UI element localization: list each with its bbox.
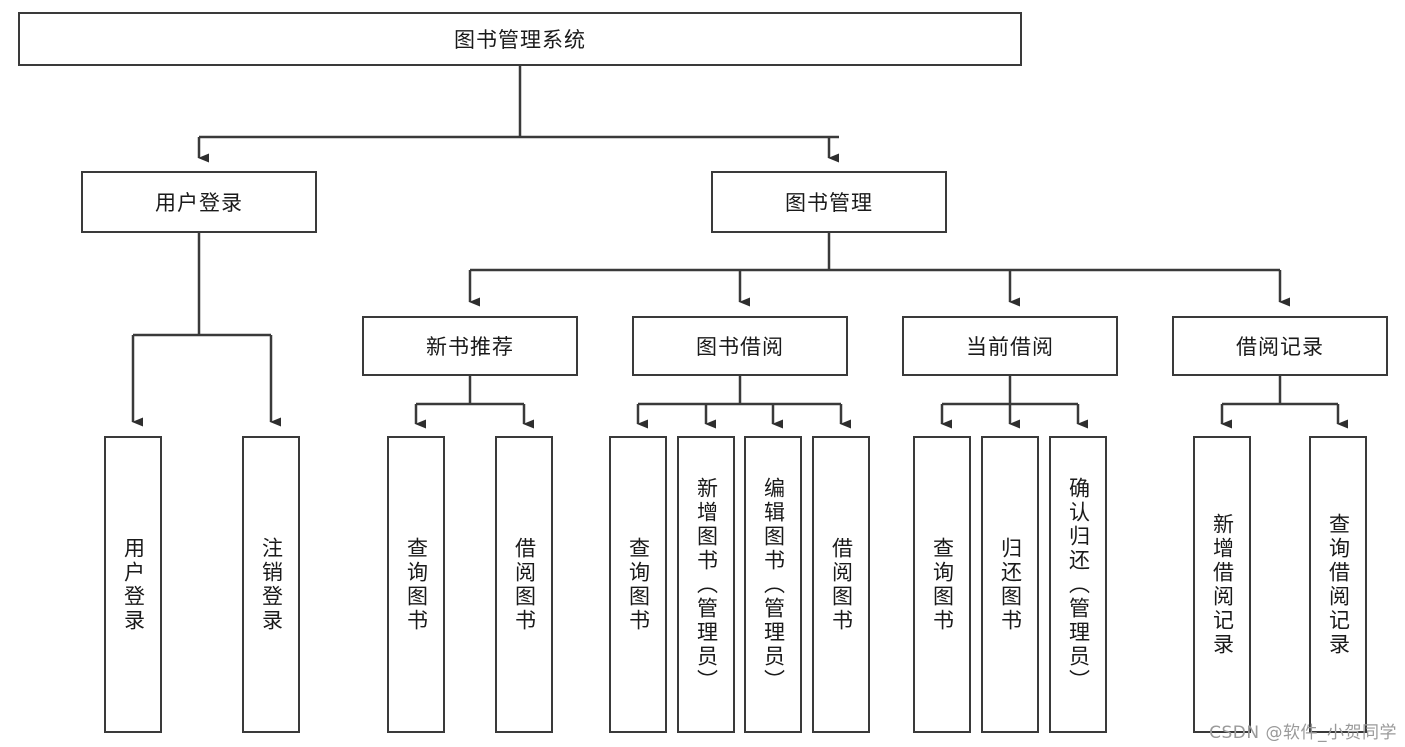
node-leaf-query-borrow-record[interactable]: 查询借阅记录 [1309,436,1367,733]
node-label: 借阅图书 [829,536,854,633]
node-label: 查询图书 [930,536,955,633]
node-leaf-confirm-return[interactable]: 确认归还（管理员） [1049,436,1107,733]
node-book-manage[interactable]: 图书管理 [711,171,947,233]
node-label: 新增图书（管理员） [694,476,719,693]
node-new-book-recommend[interactable]: 新书推荐 [362,316,578,376]
node-leaf-user-login[interactable]: 用户登录 [104,436,162,733]
node-leaf-query-book-2[interactable]: 查询图书 [609,436,667,733]
node-label: 图书管理系统 [454,28,586,52]
node-current-borrow[interactable]: 当前借阅 [902,316,1118,376]
node-leaf-query-book-3[interactable]: 查询图书 [913,436,971,733]
watermark: CSDN @软件_小贺同学 [1209,723,1397,743]
node-label: 借阅图书 [512,536,537,633]
node-leaf-return-book[interactable]: 归还图书 [981,436,1039,733]
node-label: 当前借阅 [966,335,1054,359]
node-label: 图书管理 [785,191,873,215]
node-label: 新书推荐 [426,335,514,359]
node-label: 用户登录 [155,191,243,215]
node-label: 查询图书 [626,536,651,633]
node-label: 确认归还（管理员） [1066,476,1091,693]
node-label: 注销登录 [259,536,284,633]
node-label: 图书借阅 [696,335,784,359]
node-label: 查询图书 [404,536,429,633]
node-leaf-borrow-book-1[interactable]: 借阅图书 [495,436,553,733]
node-label: 用户登录 [121,536,146,633]
node-root-system[interactable]: 图书管理系统 [18,12,1022,66]
node-leaf-add-borrow-record[interactable]: 新增借阅记录 [1193,436,1251,733]
node-label: 查询借阅记录 [1326,512,1351,657]
node-borrow-record[interactable]: 借阅记录 [1172,316,1388,376]
node-label: 新增借阅记录 [1210,512,1235,657]
node-leaf-edit-book[interactable]: 编辑图书（管理员） [744,436,802,733]
node-user-login[interactable]: 用户登录 [81,171,317,233]
node-leaf-logout-login[interactable]: 注销登录 [242,436,300,733]
node-leaf-query-book-1[interactable]: 查询图书 [387,436,445,733]
node-label: 归还图书 [998,536,1023,633]
node-label: 借阅记录 [1236,335,1324,359]
node-leaf-borrow-book-2[interactable]: 借阅图书 [812,436,870,733]
node-leaf-add-book[interactable]: 新增图书（管理员） [677,436,735,733]
node-label: 编辑图书（管理员） [761,476,786,693]
node-book-borrow[interactable]: 图书借阅 [632,316,848,376]
